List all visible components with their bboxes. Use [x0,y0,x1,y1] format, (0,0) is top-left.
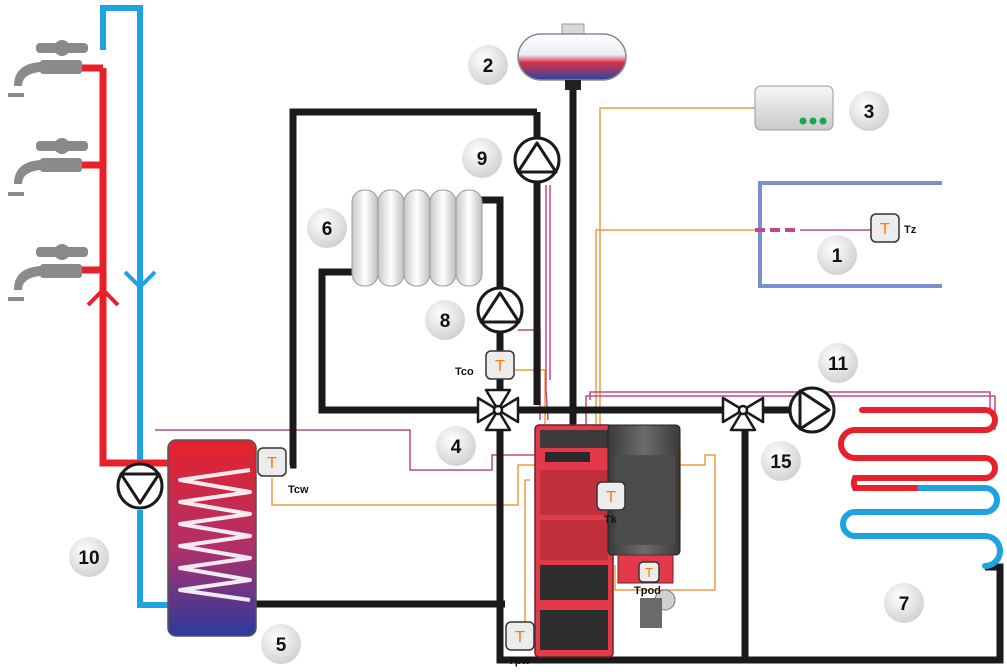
callout-number: 2 [483,56,494,77]
sensor-label-tpod: Tpod [634,585,661,597]
sensor-label-tco: Tco [455,366,474,378]
pump-9 [513,136,561,184]
callout-number: 15 [770,452,792,473]
sensor-label-tz: Tz [904,224,917,236]
radiator [351,189,483,287]
callout-number: 10 [78,548,99,569]
pump-8 [476,286,524,334]
sensor-symbol: T [605,488,616,506]
tap-icon [8,138,88,196]
sensor-tpod: T Tpod [634,561,661,597]
sensor-symbol: T [494,357,505,375]
callout-number: 5 [276,635,287,656]
callout-badge-9: 9 [462,138,502,178]
sensor-tco: T Tco [455,350,515,380]
hot-water-tank [167,439,257,637]
callout-badge-15: 15 [761,441,801,481]
mixing-valve-4 [476,388,520,432]
pellet-boiler [534,424,681,658]
tap-icon [8,40,88,97]
callout-number: 7 [899,594,910,615]
callout-badge-7: 7 [884,583,924,623]
callout-number: 11 [828,354,849,375]
sensor-symbol: T [879,220,890,238]
sensor-symbol: T [266,454,277,472]
sensor-tz: T Tz [870,213,917,243]
callout-number: 1 [832,246,843,267]
sensor-label-tcw: Tcw [288,484,309,496]
callout-badge-5: 5 [261,624,301,664]
sensor-label-tpw: Tpw [508,655,530,667]
callout-badge-8: 8 [425,300,465,340]
boiler-controller [754,85,834,131]
black-pipes [255,80,1004,664]
cold-water-pipes [100,5,170,608]
room-outline [755,181,942,288]
callout-number: 3 [864,102,875,123]
sensor-symbol: T [514,628,525,646]
callout-badge-2: 2 [468,45,508,85]
callout-badge-1: 1 [817,235,857,275]
callout-badge-6: 6 [307,208,347,248]
callout-badge-11: 11 [818,343,858,383]
underfloor-heating-coil [838,407,1003,569]
callout-badge-10: 10 [69,537,109,577]
hot-flow-arrow [86,287,120,307]
callout-badge-3: 3 [849,91,889,131]
mixing-valve-15 [721,396,765,432]
pump-11 [788,386,836,434]
callout-badge-4: 4 [436,426,476,466]
callout-number: 8 [440,311,451,332]
sensor-tcw: T Tcw [257,447,309,496]
callout-number: 4 [451,437,462,458]
expansion-vessel [517,23,627,90]
cold-flow-arrow [123,270,157,290]
sensor-label-tk: Tk [604,514,618,526]
sensor-tk: T Tk [596,481,626,526]
callout-number: 6 [322,219,333,240]
sensor-tpw: T Tpw [505,621,535,667]
tap-icon [8,244,88,301]
sensor-symbol: T [644,566,653,580]
callout-number: 9 [477,149,488,170]
water-taps [8,40,88,301]
pump-10 [116,462,164,510]
hot-water-pipes [72,64,170,467]
